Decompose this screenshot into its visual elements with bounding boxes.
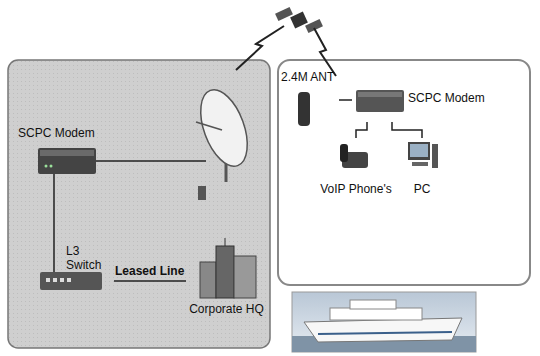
wire [53,174,55,180]
cable-line [53,180,55,242]
hub-region [8,60,270,348]
phone-device [340,144,368,168]
cable-line [392,122,422,138]
device-label: VoIP Phone's [320,182,391,196]
modem-device [38,148,96,174]
radio-link [236,26,284,70]
device-label: Corporate HQ [189,302,264,316]
satellite [275,7,323,33]
ship-photo [292,292,476,352]
antenna-device [298,92,310,126]
device-node: SCPC Modem [352,82,491,122]
pc-device [408,142,438,168]
device-node: 2.4M ANT [279,66,339,130]
device-node: VoIP Phone's [314,138,398,198]
device-label: SCPC Modem [408,91,485,105]
vessel-region [278,60,530,285]
wire [53,242,55,272]
cable-line [356,122,367,138]
link-label: Leased Line [113,264,186,278]
cable-line [339,99,352,101]
device-label: L3 Switch [66,244,110,272]
device-label: 2.4M ANT [281,70,334,84]
device-node: Corporate HQ [186,238,267,318]
wire [96,160,206,162]
device-node: SCPC Modem [14,124,104,180]
cable-line [114,280,186,282]
device-label: SCPC Modem [18,126,95,140]
device-label: PC [414,182,431,196]
radio-link [314,28,336,76]
dish-antenna [192,84,257,200]
device-node: L3 Switch [36,242,114,296]
device-node: PC [404,138,440,198]
hq-building [200,238,256,298]
modem-device [356,90,404,112]
switch-device [40,272,102,290]
